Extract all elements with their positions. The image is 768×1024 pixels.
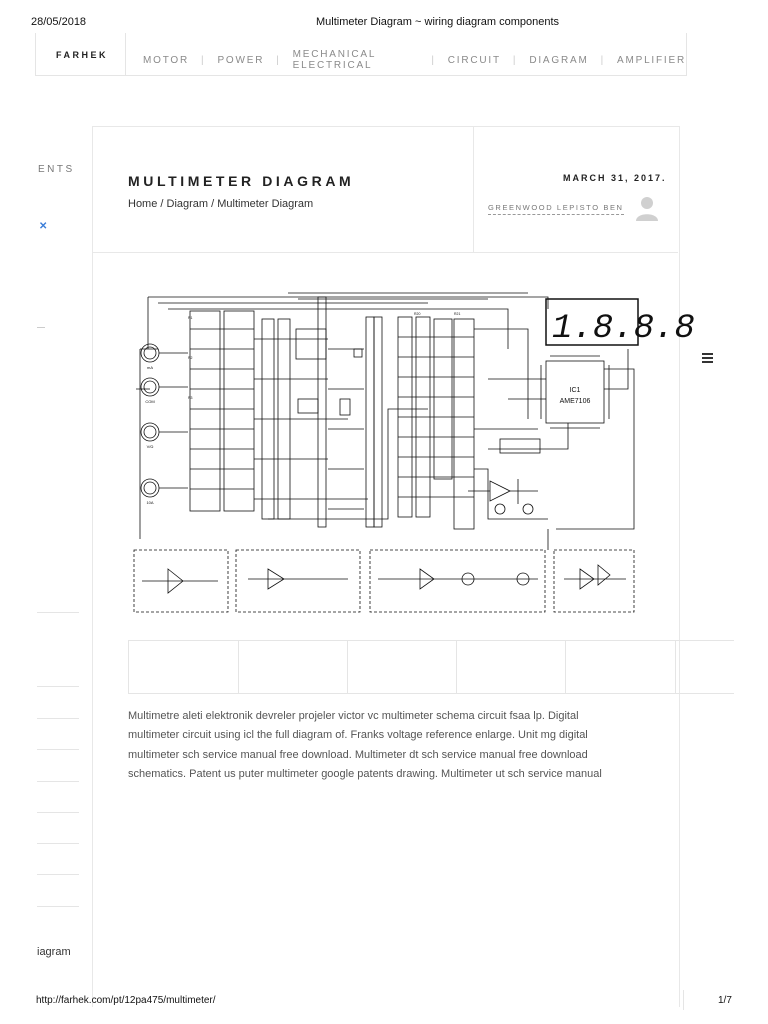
nav-separator: |	[431, 54, 436, 66]
post-card	[92, 126, 680, 1007]
sidebar-divider	[37, 874, 79, 875]
nav-item-diagram[interactable]: DIAGRAM	[529, 54, 589, 66]
thumbnail-strip	[128, 640, 734, 694]
nav-item-circuit[interactable]: CIRCUIT	[447, 54, 501, 66]
thumbnail[interactable]	[238, 641, 346, 693]
jack-label: 10A	[146, 500, 153, 505]
hamburger-icon[interactable]	[702, 351, 713, 366]
sidebar-divider	[37, 612, 79, 613]
svg-text:R1: R1	[188, 316, 193, 320]
sidebar-divider	[37, 327, 45, 328]
svg-text:R21: R21	[454, 312, 460, 316]
thumbnail[interactable]	[128, 641, 236, 693]
sidebar-divider	[37, 843, 79, 844]
nav-separator: |	[512, 54, 518, 66]
nav-separator: |	[600, 54, 605, 66]
nav-separator: |	[276, 54, 281, 66]
sidebar-link[interactable]: iagram	[37, 946, 71, 958]
user-avatar-icon	[633, 193, 661, 221]
ic-label: IC1	[570, 387, 581, 394]
nav-item-power[interactable]: POWER	[217, 54, 265, 66]
top-navigation: FARHEK MOTOR | POWER | MECHANICAL ELECTR…	[35, 33, 687, 76]
breadcrumb[interactable]: Home / Diagram / Multimeter Diagram	[128, 198, 314, 210]
post-title: MULTIMETER DIAGRAM	[128, 173, 355, 189]
sidebar-divider	[37, 812, 79, 813]
sidebar-heading: ENTS	[38, 164, 75, 175]
nav-item-mechanical-electrical[interactable]: MECHANICAL ELECTRICAL	[292, 49, 376, 71]
nav-separator: |	[201, 54, 206, 66]
print-date: 28/05/2018	[31, 16, 87, 28]
svg-text:R2: R2	[188, 356, 193, 360]
jack-label: V/Ω	[147, 444, 154, 449]
print-page-number: 1/7	[718, 995, 732, 1006]
ic-part-number: AME7106	[560, 398, 591, 405]
sidebar-divider	[37, 718, 79, 719]
post-meta-divider	[473, 126, 474, 252]
sidebar-divider	[37, 906, 79, 907]
ad-close-icon[interactable]: ✕	[39, 221, 48, 232]
nav-item-amplifier[interactable]: AMPLIFIER	[617, 54, 686, 66]
nav-item-motor[interactable]: MOTOR	[143, 54, 190, 66]
svg-text:R20: R20	[414, 312, 420, 316]
lcd-digits: 1.8.8.8	[552, 310, 695, 348]
thumbnail[interactable]	[347, 641, 455, 693]
post-author[interactable]: GREENWOOD LEPISTO BEN	[488, 203, 624, 215]
site-brand[interactable]: FARHEK	[56, 50, 109, 60]
nav-divider	[125, 33, 126, 75]
thumbnail[interactable]	[565, 641, 673, 693]
jack-label: mA	[147, 365, 153, 370]
print-title: Multimeter Diagram ~ wiring diagram comp…	[316, 16, 560, 28]
page-border	[683, 990, 684, 1010]
svg-text:R3: R3	[188, 396, 193, 400]
nav-menu: MOTOR | POWER | MECHANICAL ELECTRICAL | …	[143, 49, 686, 71]
sidebar-divider	[37, 686, 79, 687]
post-body: Multimetre aleti elektronik devreler pro…	[128, 710, 602, 781]
sidebar-divider	[37, 781, 79, 782]
sidebar-divider	[37, 749, 79, 750]
print-url: http://farhek.com/pt/12pa475/multimeter/	[36, 995, 216, 1006]
jack-label: COM	[145, 399, 154, 404]
post-date: MARCH 31, 2017.	[563, 173, 667, 183]
thumbnail[interactable]	[675, 641, 734, 693]
thumbnail[interactable]	[456, 641, 564, 693]
post-header-divider	[92, 252, 678, 253]
